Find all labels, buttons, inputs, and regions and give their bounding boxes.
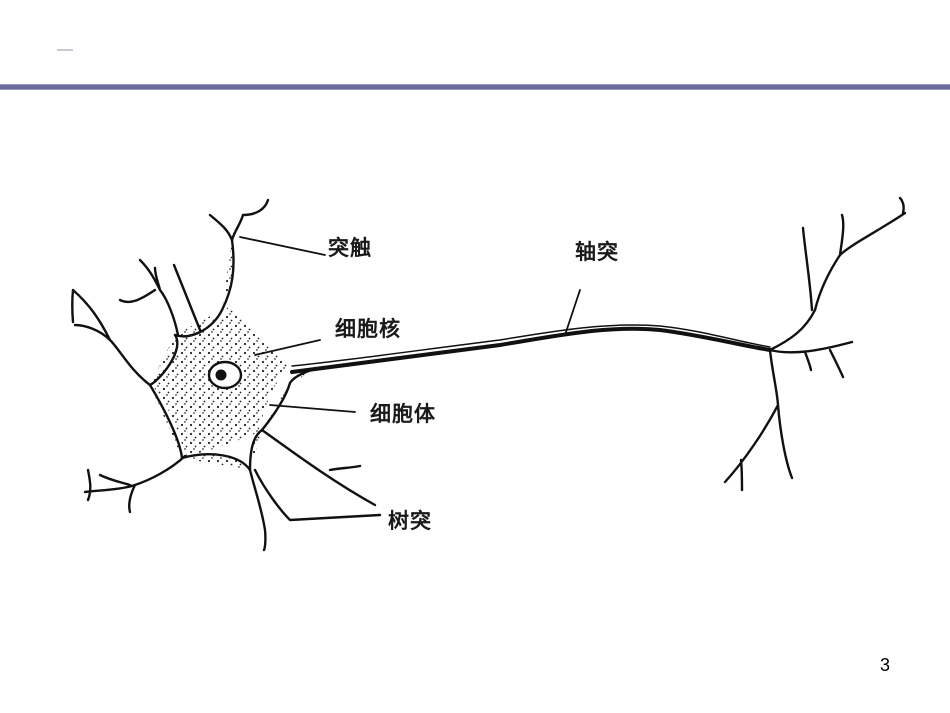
page-number: 3 — [880, 655, 891, 675]
label-synapse: 突触 — [328, 236, 372, 260]
cell-body — [148, 238, 322, 472]
label-axon: 轴突 — [575, 240, 619, 264]
label-nucleus: 细胞核 — [335, 317, 401, 341]
label-dendrite: 树突 — [388, 509, 432, 533]
header-rule — [0, 84, 950, 90]
axon — [290, 326, 772, 374]
title-placeholder-mark — [57, 49, 73, 51]
label-cell-body: 细胞体 — [370, 402, 436, 426]
